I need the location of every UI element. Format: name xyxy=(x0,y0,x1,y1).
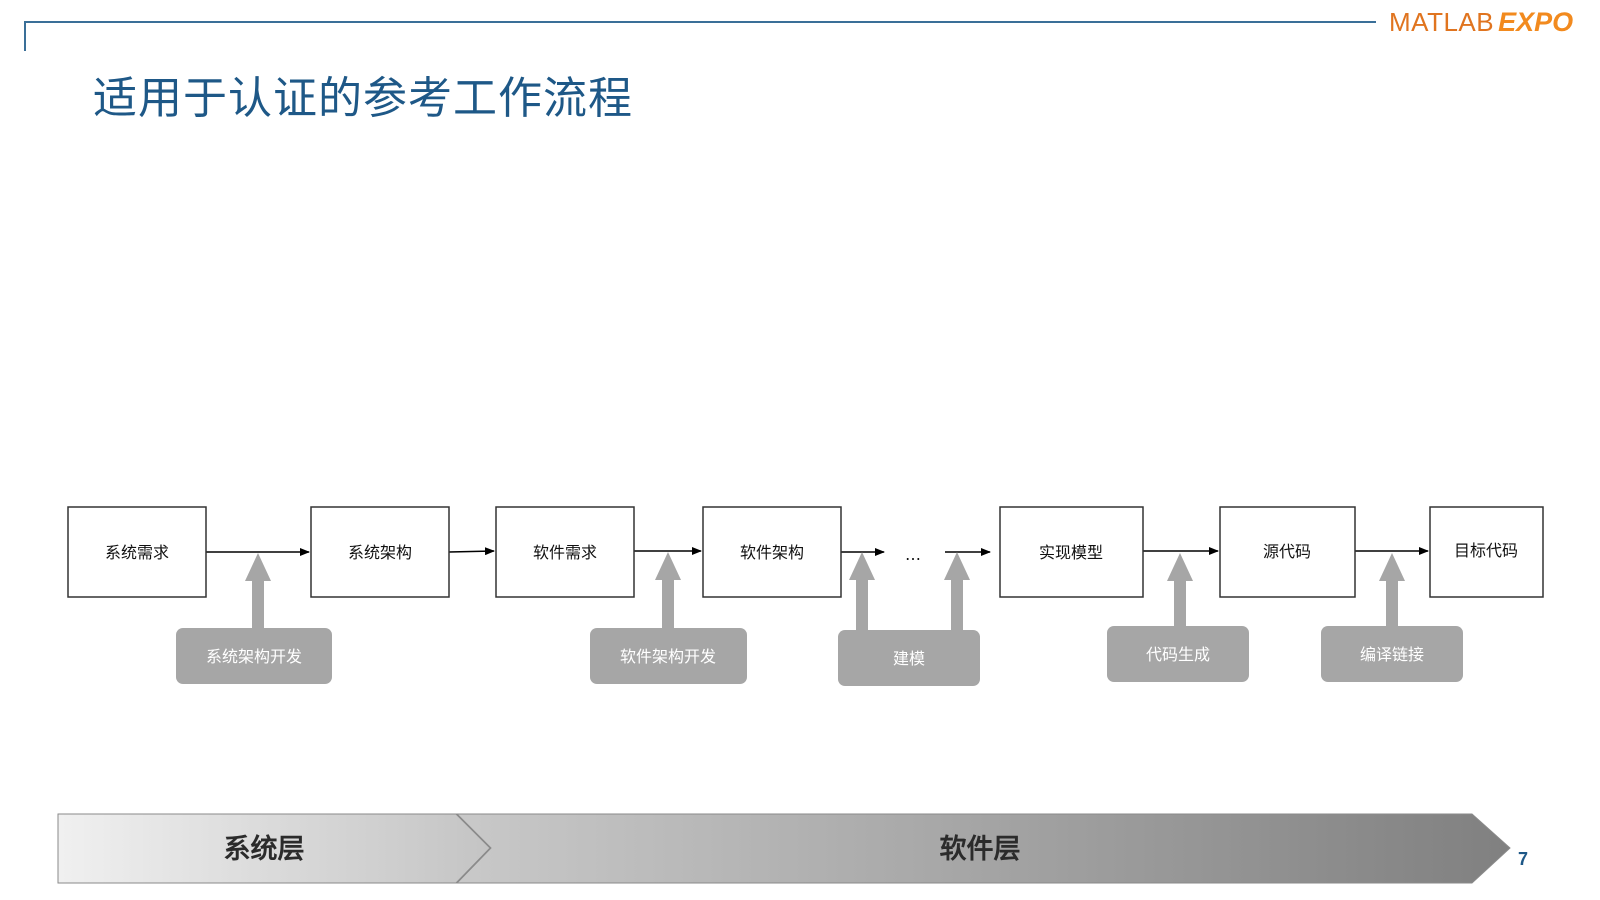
step-box-software-architecture: 软件架构 xyxy=(702,506,842,598)
tool-label: 软件架构开发 xyxy=(620,647,716,666)
flow-arrow xyxy=(448,547,495,556)
tool-label: 代码生成 xyxy=(1146,645,1210,664)
tool-box-compile-link: 编译链接 xyxy=(1321,626,1463,682)
up-arrow xyxy=(944,552,970,630)
tool-arrows xyxy=(245,552,1405,630)
layer-system-chevron: 系统层 xyxy=(57,813,491,884)
ellipsis: … xyxy=(905,545,921,564)
tool-box-modeling: 建模 xyxy=(838,630,980,686)
step-label: 软件架构 xyxy=(740,543,804,562)
logo-expo-text: EXPO xyxy=(1498,7,1574,37)
up-arrow xyxy=(849,552,875,630)
layer-software-chevron: 软件层 xyxy=(455,813,1511,884)
tool-label: 系统架构开发 xyxy=(206,647,302,666)
tool-label: 建模 xyxy=(893,649,925,668)
up-arrow xyxy=(245,553,271,628)
step-label: 目标代码 xyxy=(1454,541,1518,560)
layer-system-label: 系统层 xyxy=(224,833,305,865)
layer-software-label: 软件层 xyxy=(940,834,1021,865)
step-box-system-requirements: 系统需求 xyxy=(67,506,207,598)
step-label: 源代码 xyxy=(1263,542,1311,561)
tool-label: 编译链接 xyxy=(1360,645,1424,664)
logo-matlab-text: MATLAB xyxy=(1389,7,1495,37)
page-number: 7 xyxy=(1518,849,1529,869)
step-label: 系统架构 xyxy=(348,543,412,562)
step-box-object-code: 目标代码 xyxy=(1429,506,1544,598)
step-box-system-architecture: 系统架构 xyxy=(310,506,450,598)
tool-box-software-architecture-dev: 软件架构开发 xyxy=(590,628,747,684)
tool-box-code-generation: 代码生成 xyxy=(1107,626,1249,682)
up-arrow xyxy=(1167,553,1193,626)
step-box-software-requirements: 软件需求 xyxy=(495,506,635,598)
flow-arrows xyxy=(206,547,1429,556)
up-arrow xyxy=(655,552,681,628)
header-corner xyxy=(24,21,26,51)
step-label: 系统需求 xyxy=(105,543,169,562)
step-box-implementation-model: 实现模型 xyxy=(999,506,1144,598)
step-box-source-code: 源代码 xyxy=(1219,506,1356,598)
step-label: 软件需求 xyxy=(533,543,597,562)
step-label: 实现模型 xyxy=(1039,543,1103,562)
tool-box-system-architecture-dev: 系统架构开发 xyxy=(176,628,332,684)
header-rule xyxy=(24,21,1376,23)
page-title: 适用于认证的参考工作流程 xyxy=(93,73,633,124)
up-arrow xyxy=(1379,553,1405,626)
